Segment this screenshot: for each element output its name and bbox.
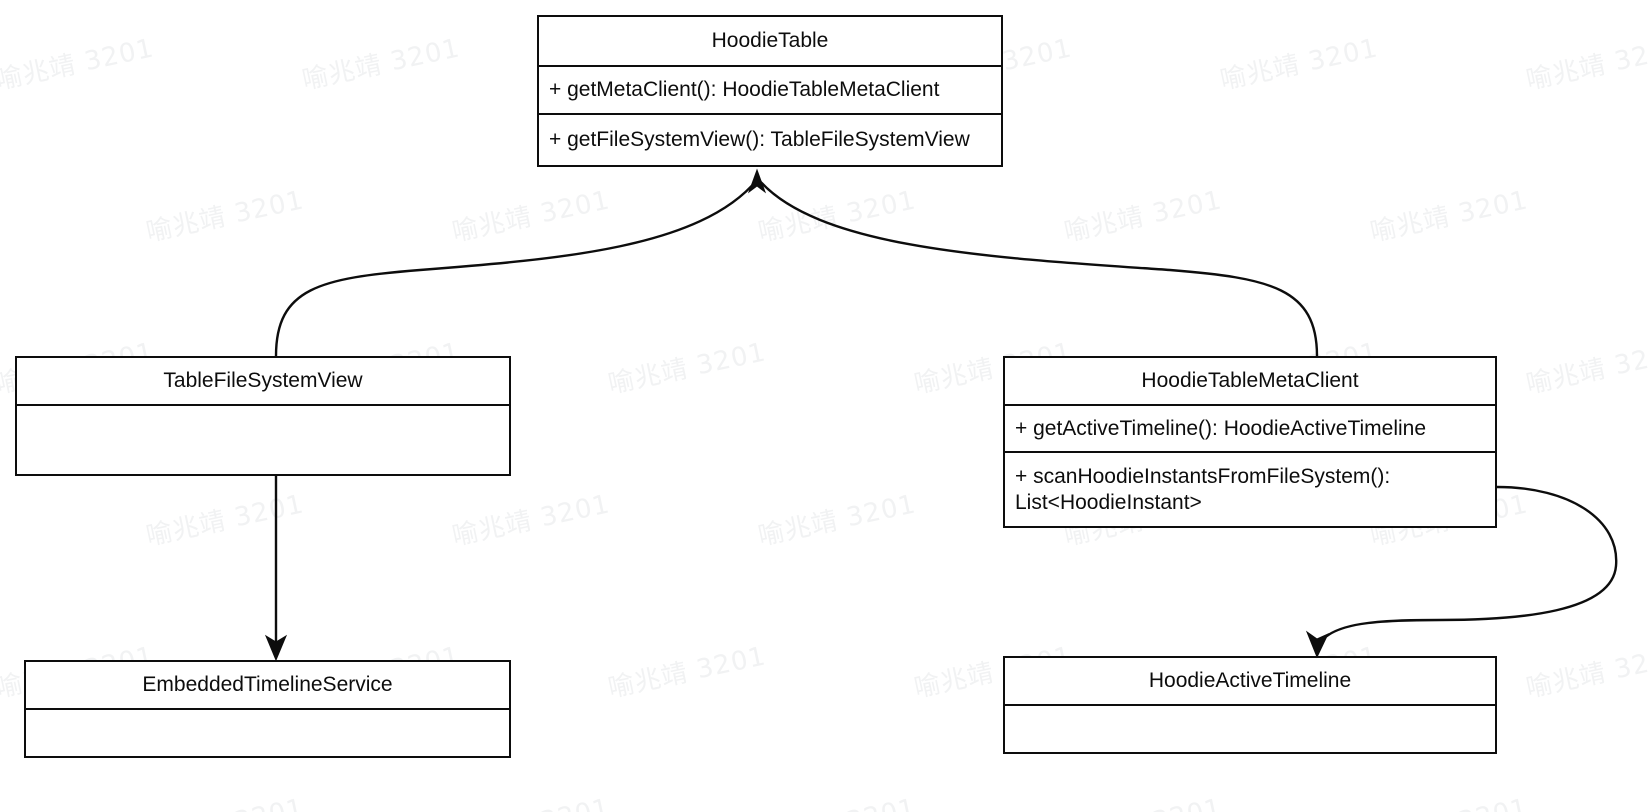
watermark-text: 喻兆靖 3201 bbox=[1366, 787, 1531, 812]
class-box-table-file-system-view[interactable]: TableFileSystemView bbox=[15, 356, 511, 476]
watermark-text: 喻兆靖 3201 bbox=[0, 483, 1, 553]
class-name-text: HoodieActiveTimeline bbox=[1148, 669, 1352, 692]
class-member-table-file-system-view-0 bbox=[17, 406, 509, 474]
class-title-embedded-timeline-service: EmbeddedTimelineService bbox=[26, 662, 509, 710]
member-text: + getActiveTimeline(): HoodieActiveTimel… bbox=[1015, 416, 1427, 440]
watermark-text: 喻兆靖 3201 bbox=[1367, 185, 1531, 249]
class-box-hoodie-table-meta-client[interactable]: HoodieTableMetaClient + getActiveTimelin… bbox=[1003, 356, 1497, 528]
watermark-text: 喻兆靖 3201 bbox=[754, 787, 919, 812]
watermark-text: 喻兆靖 3201 bbox=[448, 787, 613, 812]
class-member-embedded-timeline-service-0 bbox=[26, 710, 509, 756]
edge-hoodietablemetaclient-to-hoodietable bbox=[758, 179, 1319, 357]
watermark-text: 喻兆靖 3201 bbox=[449, 185, 613, 249]
watermark-text: 喻兆靖 3201 bbox=[1523, 33, 1650, 97]
watermark-text: 喻兆靖 3201 bbox=[0, 33, 157, 97]
watermark-text: 喻兆靖 3201 bbox=[0, 179, 1, 249]
watermark-text: 喻兆靖 3201 bbox=[1523, 641, 1650, 705]
member-text: + scanHoodieInstantsFromFileSystem(): Li… bbox=[1015, 464, 1391, 514]
class-member-hoodie-table-0: + getMetaClient(): HoodieTableMetaClient bbox=[539, 67, 1001, 115]
watermark-text: 喻兆靖 3201 bbox=[1061, 185, 1225, 249]
watermark-text: 喻兆靖 3201 bbox=[755, 489, 919, 553]
watermark-text: 喻兆靖 3201 bbox=[299, 33, 463, 97]
edge-tablefilesystemview-to-embeddedtimelineservice bbox=[264, 476, 288, 662]
watermark-text: 喻兆靖 3201 bbox=[449, 489, 613, 553]
class-name-text: EmbeddedTimelineService bbox=[142, 673, 393, 696]
class-box-hoodie-active-timeline[interactable]: HoodieActiveTimeline bbox=[1003, 656, 1497, 754]
class-member-hoodie-table-meta-client-0: + getActiveTimeline(): HoodieActiveTimel… bbox=[1005, 406, 1495, 453]
watermark-text: 喻兆靖 3201 bbox=[143, 185, 307, 249]
class-title-hoodie-active-timeline: HoodieActiveTimeline bbox=[1005, 658, 1495, 706]
class-title-hoodie-table: HoodieTable bbox=[539, 17, 1001, 67]
watermark-text: 喻兆靖 3201 bbox=[143, 489, 307, 553]
watermark-text: 喻兆靖 3201 bbox=[605, 641, 769, 705]
class-title-table-file-system-view: TableFileSystemView bbox=[17, 358, 509, 406]
class-name-text: TableFileSystemView bbox=[163, 369, 363, 392]
member-text: + getMetaClient(): HoodieTableMetaClient bbox=[549, 78, 940, 102]
watermark-text: 喻兆靖 3201 bbox=[1217, 33, 1381, 97]
class-title-hoodie-table-meta-client: HoodieTableMetaClient bbox=[1005, 358, 1495, 406]
class-member-hoodie-active-timeline-0 bbox=[1005, 706, 1495, 752]
watermark-text: 喻兆靖 3201 bbox=[1060, 787, 1225, 812]
member-text: + getFileSystemView(): TableFileSystemVi… bbox=[549, 128, 970, 152]
class-name-text: HoodieTableMetaClient bbox=[1141, 369, 1359, 392]
watermark-text: 喻兆靖 3201 bbox=[605, 337, 769, 401]
watermark-text: 喻兆靖 3201 bbox=[0, 787, 1, 812]
class-box-hoodie-table[interactable]: HoodieTable + getMetaClient(): HoodieTab… bbox=[537, 15, 1003, 167]
edge-tablefilesystemview-to-hoodietable bbox=[274, 168, 767, 357]
watermark-text: 喻兆靖 3201 bbox=[1523, 337, 1650, 401]
class-name-text: HoodieTable bbox=[711, 29, 829, 52]
watermark-text: 喻兆靖 3201 bbox=[142, 787, 307, 812]
watermark-text: 喻兆靖 3201 bbox=[755, 185, 919, 249]
class-member-hoodie-table-1: + getFileSystemView(): TableFileSystemVi… bbox=[539, 115, 1001, 165]
class-member-hoodie-table-meta-client-1: + scanHoodieInstantsFromFileSystem(): Li… bbox=[1005, 453, 1495, 526]
class-box-embedded-timeline-service[interactable]: EmbeddedTimelineService bbox=[24, 660, 511, 758]
